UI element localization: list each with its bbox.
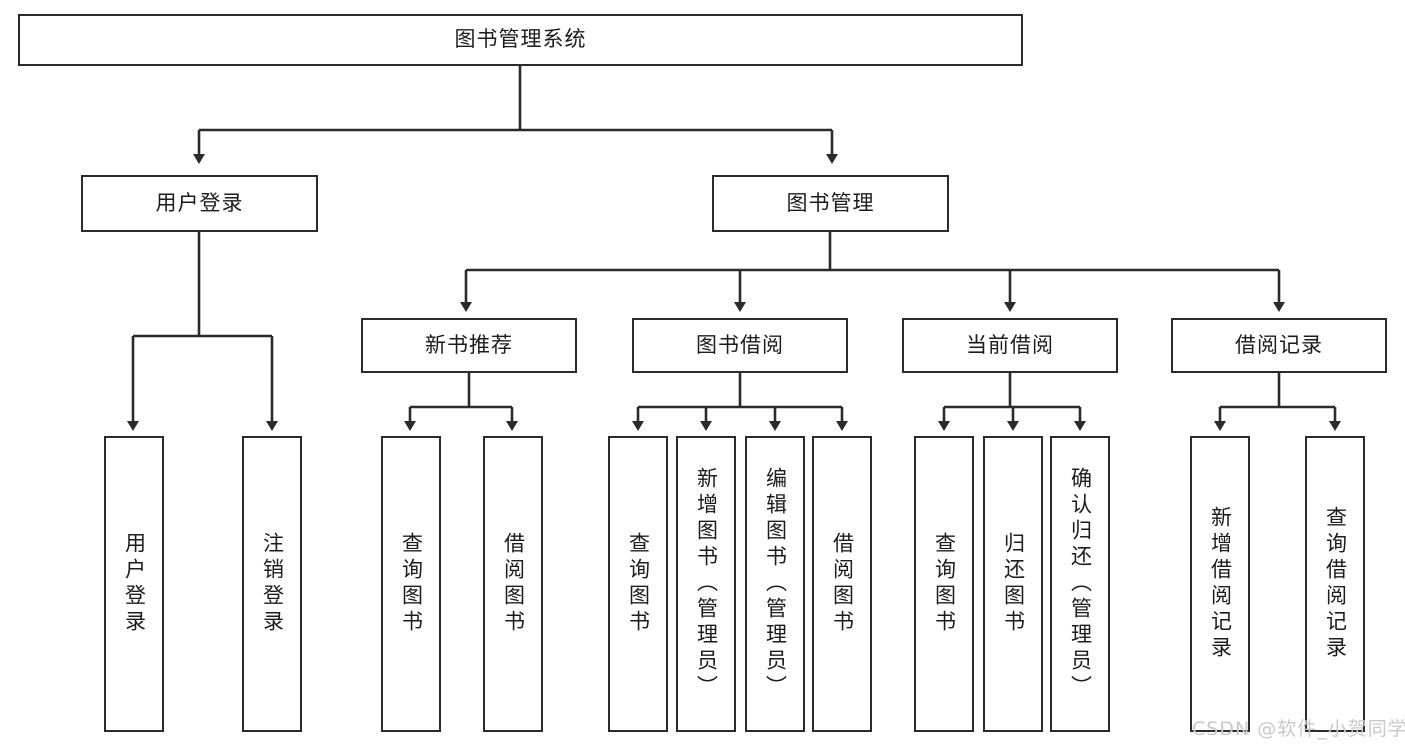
node-label: 归还图书 xyxy=(1001,532,1026,636)
node-label: 图书借阅 xyxy=(696,332,784,357)
node-label: 用户登录 xyxy=(122,532,147,636)
node-current-borrow[interactable]: 当前借阅 xyxy=(902,318,1118,373)
node-book-borrow[interactable]: 图书借阅 xyxy=(632,318,848,373)
node-label: 查询图书 xyxy=(626,532,651,636)
node-label: 借阅记录 xyxy=(1235,332,1323,357)
node-label: 新书推荐 xyxy=(425,332,513,357)
node-label: 查询借阅记录 xyxy=(1323,506,1348,662)
leaf-query-book-borrow[interactable]: 查询图书 xyxy=(608,436,668,732)
node-label: 查询图书 xyxy=(399,532,424,636)
node-new-book-recommend[interactable]: 新书推荐 xyxy=(361,318,577,373)
node-label: 编辑图书（管理员） xyxy=(763,467,788,701)
leaf-query-borrow-record[interactable]: 查询借阅记录 xyxy=(1305,436,1365,732)
leaf-return-book[interactable]: 归还图书 xyxy=(983,436,1043,732)
leaf-borrow-book[interactable]: 借阅图书 xyxy=(812,436,872,732)
csdn-watermark: CSDN @软件_小贺同学 xyxy=(1192,718,1405,740)
node-label: 图书管理 xyxy=(786,190,875,215)
node-label: 借阅图书 xyxy=(501,532,526,636)
node-root-book-management-system[interactable]: 图书管理系统 xyxy=(18,14,1023,66)
node-label: 图书管理系统 xyxy=(454,27,587,52)
leaf-logout[interactable]: 注销登录 xyxy=(242,436,302,732)
node-label: 借阅图书 xyxy=(830,532,855,636)
node-label: 新增借阅记录 xyxy=(1208,506,1233,662)
node-user-login[interactable]: 用户登录 xyxy=(81,175,318,232)
node-label: 注销登录 xyxy=(260,532,285,636)
node-label: 查询图书 xyxy=(932,532,957,636)
node-label: 用户登录 xyxy=(155,190,244,215)
node-borrow-record[interactable]: 借阅记录 xyxy=(1171,318,1387,373)
leaf-query-book-current[interactable]: 查询图书 xyxy=(914,436,974,732)
node-label: 当前借阅 xyxy=(966,332,1054,357)
leaf-user-login[interactable]: 用户登录 xyxy=(104,436,164,732)
leaf-borrow-book-recommend[interactable]: 借阅图书 xyxy=(483,436,543,732)
node-label: 新增图书（管理员） xyxy=(694,467,719,701)
leaf-query-book-recommend[interactable]: 查询图书 xyxy=(381,436,441,732)
node-label: 确认归还（管理员） xyxy=(1068,467,1093,701)
leaf-add-book-admin[interactable]: 新增图书（管理员） xyxy=(676,436,736,732)
leaf-edit-book-admin[interactable]: 编辑图书（管理员） xyxy=(745,436,805,732)
leaf-confirm-return-admin[interactable]: 确认归还（管理员） xyxy=(1050,436,1110,732)
node-book-management[interactable]: 图书管理 xyxy=(712,175,949,232)
leaf-add-borrow-record[interactable]: 新增借阅记录 xyxy=(1190,436,1250,732)
